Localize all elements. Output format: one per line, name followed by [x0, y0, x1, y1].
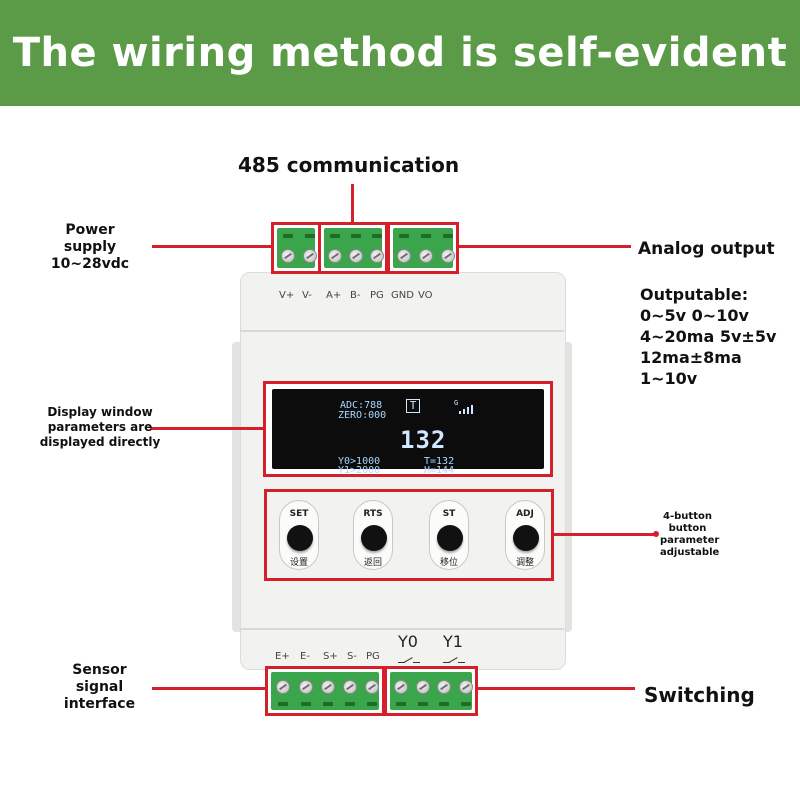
banner-title: The wiring method is self-evident [12, 30, 788, 76]
screw-icon [458, 680, 473, 694]
comm-callout: 485 communication [238, 153, 460, 177]
lcd-main-value: 132 [400, 426, 447, 454]
screw-icon [441, 249, 455, 263]
switch-contact-icon [398, 653, 420, 663]
power-callout: Power supply 10~28vdc [50, 222, 130, 272]
screw-icon [303, 249, 317, 263]
pin-label: V+ [279, 290, 295, 301]
display-callout-line [150, 427, 265, 430]
lcd-h-value: H=144 [424, 465, 455, 476]
screw-icon [348, 249, 363, 263]
screw-icon [437, 680, 451, 694]
outputs-callout: Outputable: 0~5v 0~10v 4~20ma 5v±5v 12ma… [640, 285, 777, 388]
switching-callout-line [477, 687, 635, 690]
lcd-signal-label: G [454, 399, 459, 407]
screw-icon [343, 680, 357, 694]
pin-label: A+ [326, 290, 342, 301]
lcd-t-value: T=132 [424, 456, 455, 467]
pin-label: S+ [323, 651, 338, 662]
switching-callout: Switching [644, 683, 755, 707]
display-window: ADC:788 ZERO:000 T G 132 Y0>1000 Y1>2000… [263, 381, 553, 477]
pin-label: PG [366, 651, 380, 662]
device-left-flange [232, 342, 240, 632]
pin-label: GND [391, 290, 414, 301]
screw-icon [415, 680, 430, 694]
sensor-callout: Sensor signal interface [63, 662, 136, 712]
adj-button[interactable]: ADJ 调整 [505, 500, 545, 570]
power-terminal-block [271, 222, 321, 274]
pin-label: S- [347, 651, 357, 662]
screw-icon [370, 249, 384, 263]
lcd-screen: ADC:788 ZERO:000 T G 132 Y0>1000 Y1>2000… [272, 389, 544, 476]
lcd-mode-indicator: T [406, 399, 420, 413]
display-callout: Display window parameters are displayed … [39, 405, 161, 449]
button-knob-icon [361, 525, 387, 551]
screw-icon [281, 249, 295, 263]
lcd-y1-threshold: Y1>2000 [338, 465, 381, 476]
sensor-terminal-block [265, 666, 385, 716]
screw-icon [298, 680, 313, 694]
device-bottom-rail [240, 628, 564, 630]
buttons-callout: 4-button button parameter adjustable [660, 511, 720, 558]
switch-label-y1: Y1 [443, 632, 463, 651]
rs485-terminal-block [318, 222, 388, 274]
power-callout-line [152, 245, 273, 248]
button-knob-icon [287, 525, 313, 551]
button-panel: SET 设置 RTS 返回 ST 移位 ADJ 调整 [264, 489, 554, 581]
screw-icon [419, 249, 433, 263]
set-button[interactable]: SET 设置 [279, 500, 319, 570]
screw-icon [327, 249, 342, 263]
button-knob-icon [513, 525, 539, 551]
analog-callout-line [459, 245, 631, 248]
lcd-adc: ADC:788 [340, 400, 383, 411]
analog-terminal-block [387, 222, 459, 274]
comm-callout-line [351, 184, 354, 224]
device-right-flange [564, 342, 572, 632]
rts-button[interactable]: RTS 返回 [353, 500, 393, 570]
callout-end-dot [653, 531, 659, 537]
screw-icon [275, 680, 290, 694]
device-top-rail [240, 330, 564, 332]
lcd-zero: ZERO:000 [338, 410, 387, 421]
title-banner: The wiring method is self-evident [0, 0, 800, 106]
st-button[interactable]: ST 移位 [429, 500, 469, 570]
switching-terminal-block [384, 666, 478, 716]
button-knob-icon [437, 525, 463, 551]
buttons-callout-line [552, 533, 656, 536]
screw-icon [394, 680, 408, 694]
pin-label: V- [302, 290, 312, 301]
pin-label: VO [418, 290, 433, 301]
screw-icon [397, 249, 411, 263]
pin-label: PG [370, 290, 384, 301]
signal-strength-icon [459, 404, 473, 414]
pin-label: B- [350, 290, 361, 301]
sensor-callout-line [152, 687, 267, 690]
pin-label: E+ [275, 651, 290, 662]
lcd-y0-threshold: Y0>1000 [338, 456, 381, 467]
analog-callout: Analog output [638, 239, 775, 259]
switch-contact-icon [443, 653, 465, 663]
screw-icon [321, 680, 335, 694]
screw-icon [365, 680, 379, 694]
switch-label-y0: Y0 [398, 632, 418, 651]
pin-label: E- [300, 651, 310, 662]
